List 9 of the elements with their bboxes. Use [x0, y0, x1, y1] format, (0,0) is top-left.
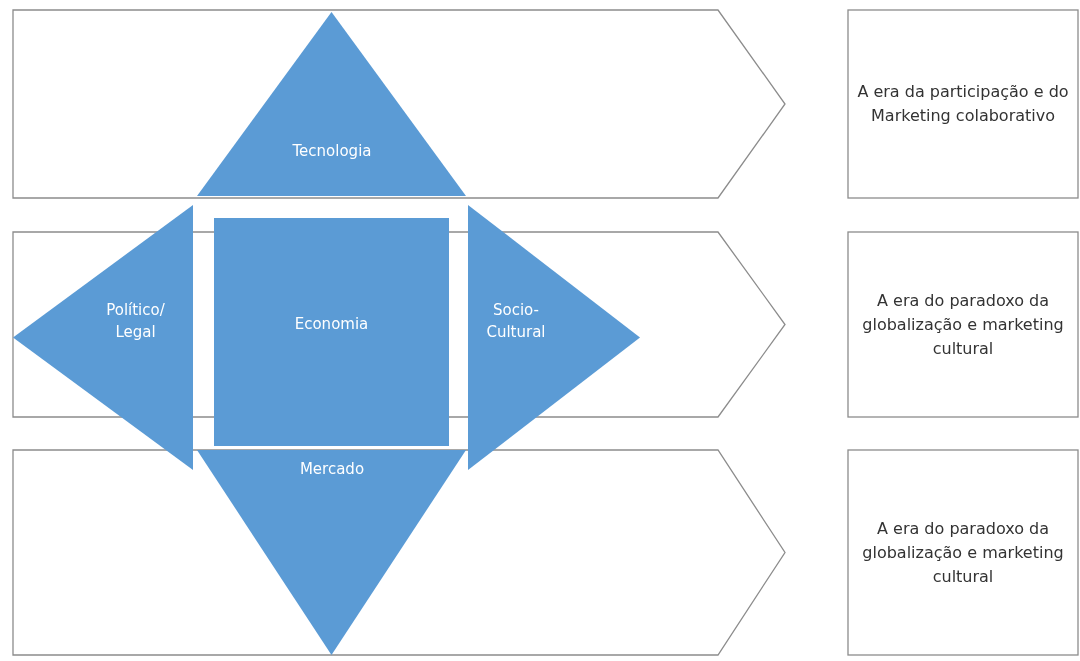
era-description: A era do paradoxo da globalização e marketing cultural: [861, 289, 1065, 360]
era-description: A era da participação e do Marketing colaborativo: [856, 81, 1070, 127]
segment-label: Socio- Cultural: [485, 300, 547, 343]
square-panel: [214, 218, 449, 446]
segment-label: Mercado: [298, 459, 366, 480]
segment-label: Político/ Legal: [105, 300, 166, 343]
segment-label: Tecnologia: [291, 141, 373, 162]
era-description: A era do paradoxo da globalização e marketing cultural: [861, 517, 1065, 588]
segment-label: Economia: [293, 314, 370, 335]
